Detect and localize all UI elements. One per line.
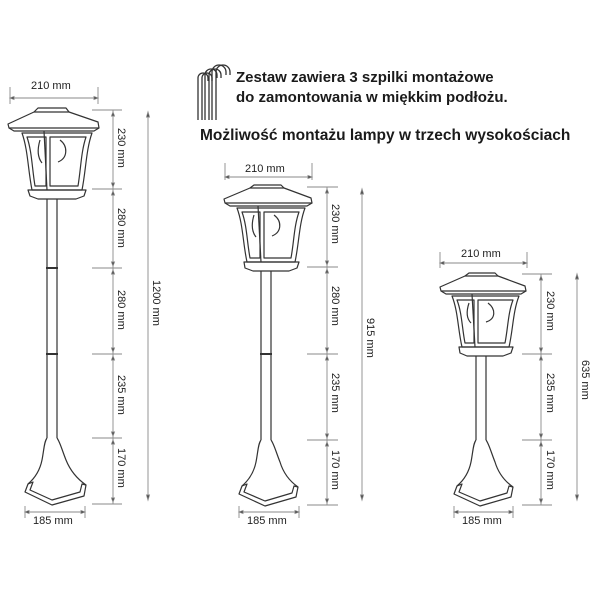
lamp-635-width-base: 185 mm (462, 515, 502, 527)
lamp-635-segment-3: 170 mm (544, 450, 556, 490)
lamp-1200-width-top: 210 mm (31, 80, 71, 92)
lamp-915-width-base: 185 mm (247, 515, 287, 527)
header-line-3: Możliwość montażu lampy w trzech wysokoś… (200, 127, 571, 144)
lamp-635-width-top: 210 mm (461, 248, 501, 260)
lamp-635-segment-2: 235 mm (544, 373, 556, 413)
lamp-635-segment-1: 230 mm (544, 291, 556, 331)
header-line-2: do zamontowania w miękkim podłożu. (236, 89, 508, 106)
header-line-1: Zestaw zawiera 3 szpilki montażowe (236, 69, 494, 86)
lamp-915-width-top: 210 mm (245, 163, 285, 175)
lamp-635-total-height: 635 mm (579, 360, 591, 400)
lamp-1200-width-base: 185 mm (33, 515, 73, 527)
